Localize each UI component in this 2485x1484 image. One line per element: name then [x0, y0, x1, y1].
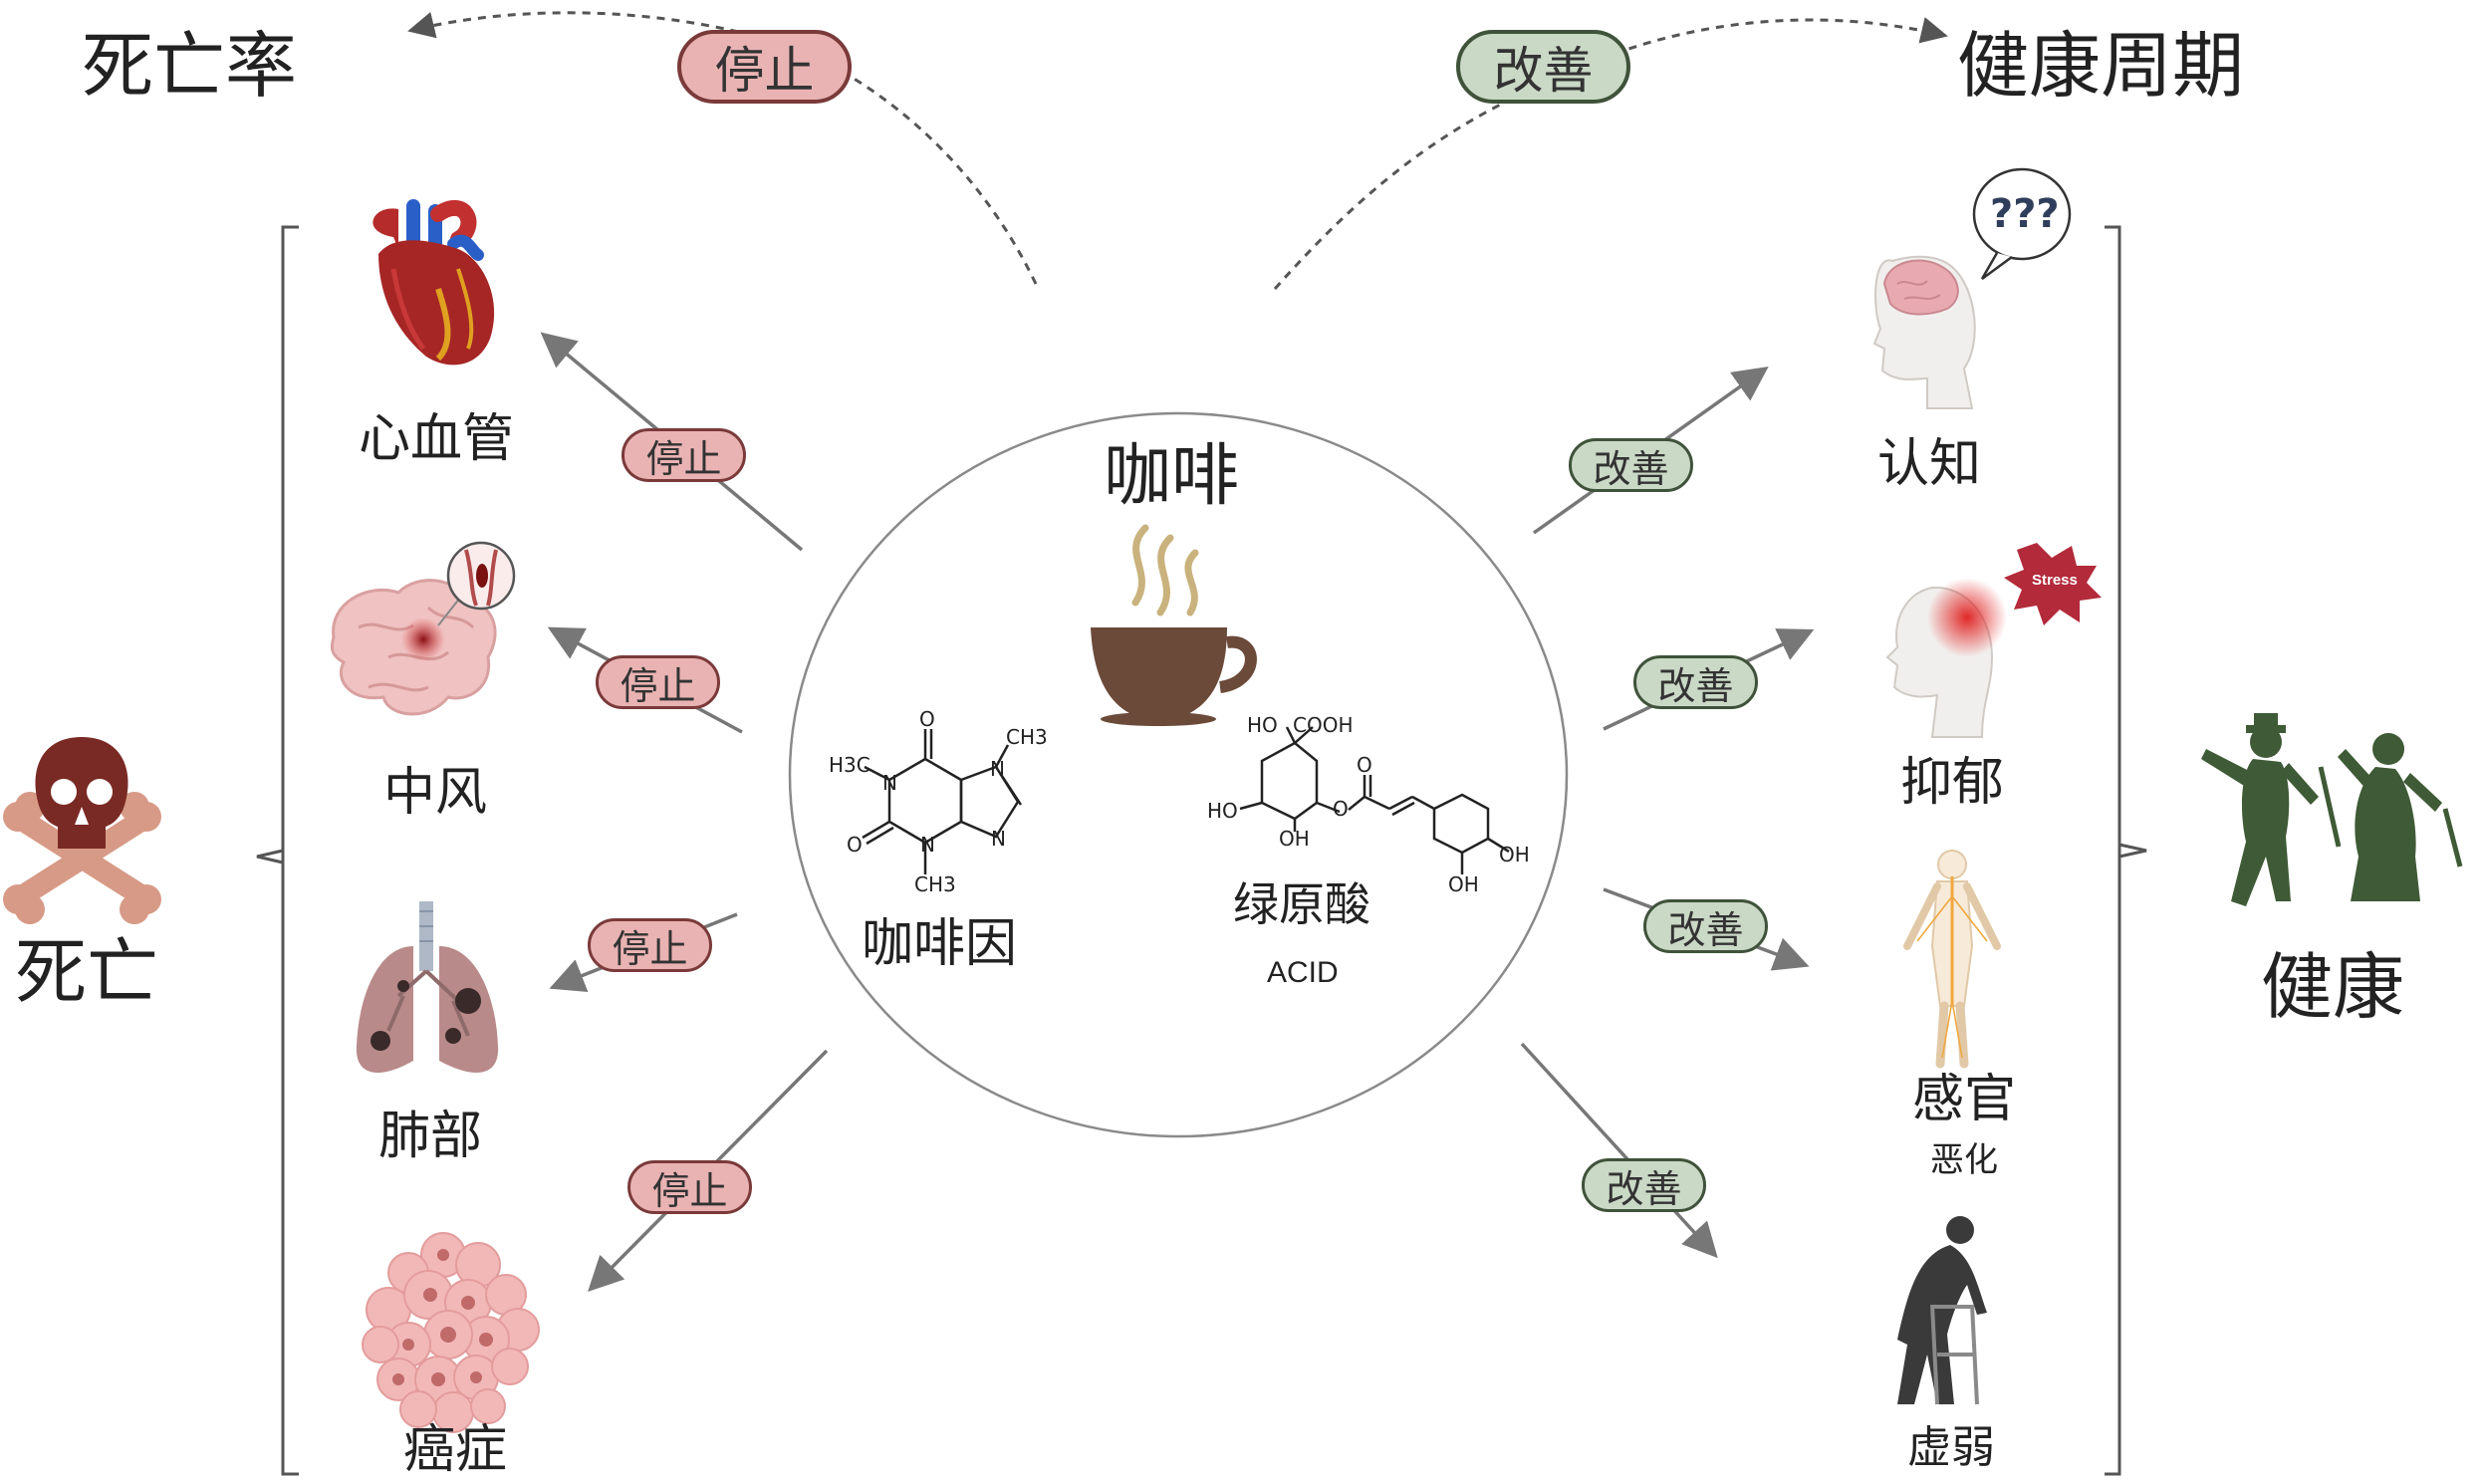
- nervous-system-icon: [1903, 850, 2001, 1069]
- arrow-frailty: [1520, 1042, 1718, 1259]
- caffeine-atom-o1: O: [919, 707, 935, 731]
- cga-atom-o-carbonyl: O: [1357, 753, 1372, 777]
- caffeine-atom-ch3-top: CH3: [1006, 725, 1048, 749]
- cga-atom-ho-left: HO: [1207, 799, 1238, 823]
- label-cancer: 癌症: [403, 1420, 508, 1480]
- stress-badge-text: Stress: [2032, 572, 2078, 589]
- pill-improve-frailty: 改善: [1582, 1158, 1706, 1212]
- cga-atom-o-ester: O: [1333, 797, 1349, 821]
- lungs-icon: [356, 901, 499, 1073]
- center-circle: [788, 411, 1569, 1138]
- label-depression: 抑郁: [1900, 753, 2005, 813]
- mortality-title: 死亡率: [82, 24, 298, 108]
- caffeine-atom-n2: N: [920, 833, 935, 857]
- top-left-dashed-curve: [407, 11, 1038, 285]
- label-cardiovascular: 心血管: [359, 409, 515, 469]
- label-stroke: 中风: [383, 763, 488, 823]
- pill-stop-lung: 停止: [588, 918, 712, 972]
- caffeine-structure-icon: [862, 729, 1023, 874]
- pill-stop-cancer: 停止: [627, 1160, 752, 1214]
- label-senses: 感官: [1912, 1070, 2017, 1129]
- pill-stop-stroke: 停止: [596, 655, 720, 709]
- cga-atom-oh-right: OH: [1499, 843, 1530, 866]
- brain-stroke-icon: [330, 541, 516, 716]
- chlorogenic-acid-structure-icon: [1239, 726, 1510, 874]
- skull-crossbones-icon: [3, 737, 161, 924]
- caffeine-atom-ch3-bottom: CH3: [914, 872, 956, 896]
- label-lung: 肺部: [378, 1107, 483, 1166]
- caffeine-atom-n4: N: [991, 827, 1006, 851]
- caffeine-atom-n3: N: [990, 757, 1005, 781]
- question-bubble-text: ???: [1990, 191, 2060, 237]
- pill-improve-depression: 改善: [1633, 655, 1758, 709]
- elderly-walker-icon: [1897, 1216, 1987, 1405]
- label-frailty: 虚弱: [1907, 1422, 1995, 1473]
- tumor-cells-icon: [362, 1232, 540, 1433]
- caffeine-atom-h3c: H3C: [829, 753, 870, 777]
- health-label: 健康: [2261, 945, 2405, 1029]
- label-senses-sub: 恶化: [1930, 1140, 1998, 1180]
- label-cognition: 认知: [1877, 434, 1982, 494]
- label-caffeine: 咖啡因: [862, 914, 1018, 974]
- label-chlorogenic: 绿原酸: [1233, 877, 1370, 931]
- pill-improve-cognition: 改善: [1569, 438, 1693, 492]
- top-stop-pill: 停止: [677, 30, 852, 104]
- death-label: 死亡: [15, 930, 159, 1014]
- head-question-icon: [1872, 167, 2072, 409]
- coffee-title: 咖啡: [1104, 437, 1240, 516]
- caffeine-atom-o2: O: [847, 833, 863, 857]
- label-acid: ACID: [1267, 956, 1339, 989]
- head-stress-icon: [1885, 543, 2102, 738]
- pill-improve-senses: 改善: [1643, 899, 1768, 953]
- cga-atom-oh-ring: OH: [1279, 827, 1310, 851]
- right-bracket: [2105, 225, 2121, 1476]
- elderly-couple-dancing-icon: [2201, 713, 2463, 906]
- cga-atom-oh-bottom: OH: [1448, 872, 1479, 896]
- heart-icon: [373, 199, 495, 366]
- left-bracket: [281, 225, 299, 1476]
- caffeine-atom-n1: N: [882, 771, 897, 795]
- healthspan-title: 健康周期: [1957, 24, 2245, 108]
- top-right-dashed-curve: [1273, 17, 1948, 290]
- coffee-cup-icon: [1091, 524, 1257, 726]
- pill-stop-cardio: 停止: [621, 428, 746, 482]
- cga-atom-cooh: COOH: [1293, 713, 1354, 737]
- cga-atom-ho-top: HO: [1247, 713, 1278, 737]
- stress-burst: [2004, 543, 2102, 625]
- top-improve-pill: 改善: [1456, 30, 1630, 104]
